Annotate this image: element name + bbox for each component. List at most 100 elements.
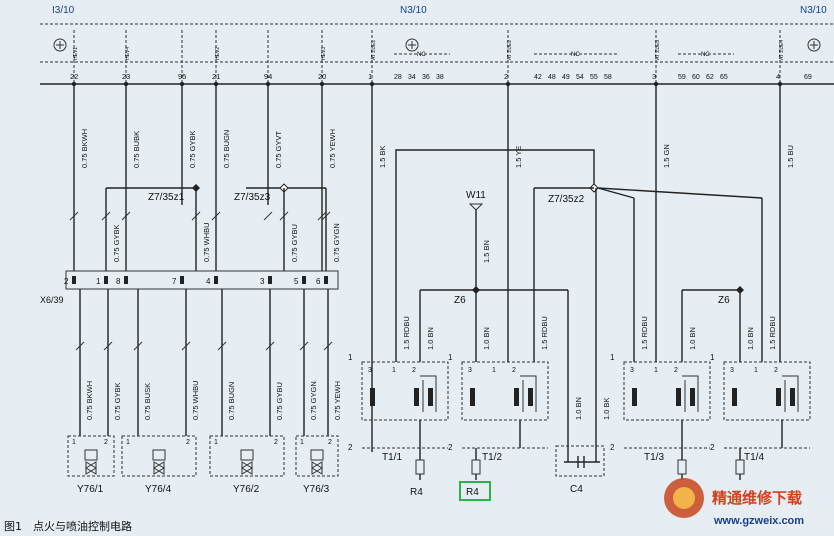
watermark: 精通维修下载 www.gzweix.com [664, 478, 804, 527]
break-mark [75, 341, 85, 351]
wire-label: 1.0 BN [574, 397, 583, 420]
break-mark [103, 341, 113, 351]
svg-text:1: 1 [448, 353, 453, 362]
connector-x6-39: X6/39 [40, 270, 339, 305]
injector-label: Y76/3 [303, 484, 330, 495]
wire-label: 1.5 YE [514, 146, 523, 168]
wire-label: 0.75 GYGN [309, 381, 318, 420]
resistor [735, 448, 745, 480]
highlight-box [459, 481, 491, 501]
wire-label: 1.0 BN [688, 327, 697, 350]
wire-label: 1.5 RDBU [402, 316, 411, 350]
wire-label: 0.75 BUSK [143, 383, 152, 420]
ground-w11: W11 1.5 BN [466, 190, 491, 290]
break-mark [101, 211, 111, 221]
svg-text:2: 2 [610, 443, 615, 452]
nc-pin-number: 62 [706, 74, 714, 81]
wire-label: 0.75 GYBK [113, 382, 122, 420]
wire-label: 1.5 GN [662, 144, 671, 168]
resistors: R4 R4 [410, 448, 745, 501]
svg-text:1: 1 [126, 439, 130, 446]
wire-label: 0.75 BUBK [132, 131, 141, 168]
break-mark [317, 211, 327, 221]
ground-symbol-icon [405, 38, 419, 52]
break-mark [321, 211, 331, 221]
svg-text:3: 3 [730, 367, 734, 374]
top-pin-signal: HEV4 [125, 47, 131, 60]
w11-label: W11 [466, 190, 486, 201]
connector-pin-number: 1 [96, 277, 101, 286]
break-mark [191, 211, 201, 221]
wire-label: 1.5 RDBU [540, 316, 549, 350]
nc-pin-number: 49 [562, 74, 570, 81]
nc-pin-number: 48 [548, 74, 556, 81]
capacitor-c4: C4 [555, 440, 605, 495]
connector-pin [302, 276, 306, 284]
top-pin-number: 1 [368, 72, 372, 81]
nc-label: NC [571, 52, 580, 58]
coil-label: T1/1 [382, 452, 402, 463]
coil-label: T1/4 [744, 452, 764, 463]
wire-rdbu-loop [395, 149, 595, 188]
top-pin-number: 2 [504, 72, 508, 81]
connector-pin [72, 276, 76, 284]
wire-label: 1.0 BK [602, 397, 611, 420]
svg-text:1: 1 [300, 439, 304, 446]
wire-label: 1.5 BK [378, 145, 387, 168]
nc-pin-number: 69 [804, 74, 812, 81]
valve-icon [153, 461, 165, 475]
svg-text:2: 2 [710, 443, 715, 452]
svg-text:2: 2 [186, 439, 190, 446]
wire-label: 0.75 YEWH [333, 381, 342, 420]
resistor: R4 [410, 448, 425, 498]
svg-text:1: 1 [348, 353, 353, 362]
valve-icon [241, 461, 253, 475]
injector-label: Y76/1 [77, 484, 104, 495]
connector-label: X6/39 [40, 295, 64, 305]
top-pin-signal: AT ZUE1 [371, 40, 377, 60]
watermark-logo-icon [673, 487, 695, 509]
splice-z6a: Z6 [419, 286, 569, 440]
break-mark [69, 211, 79, 221]
break-mark [217, 341, 227, 351]
wire-label: 0.75 GYBK [188, 130, 197, 168]
svg-text:2: 2 [274, 439, 278, 446]
figure-caption: 图1 点火与喷油控制电路 [4, 519, 132, 533]
svg-text:2: 2 [674, 367, 678, 374]
top-pin-signal: HEV3 [321, 47, 327, 60]
watermark-url: www.gzweix.com [713, 515, 804, 527]
header-right-label: N3/10 [800, 5, 827, 16]
break-mark [211, 211, 221, 221]
break-mark [265, 341, 275, 351]
splice-z6b-label: Z6 [718, 295, 730, 306]
wire-label: 0.75 GYVT [274, 130, 283, 168]
nc-pin-number: 59 [678, 74, 686, 81]
svg-text:2: 2 [512, 367, 516, 374]
splice-z1: Z7/35z1 [106, 184, 200, 203]
svg-text:2: 2 [328, 439, 332, 446]
nc-pin-number: 58 [604, 74, 612, 81]
nc-pin-number: 54 [576, 74, 584, 81]
injector-label: Y76/2 [233, 484, 260, 495]
wire-label: 1.0 BN [482, 327, 491, 350]
injector-label: Y76/4 [145, 484, 172, 495]
nc-pin-number: 42 [534, 74, 542, 81]
svg-text:2: 2 [774, 367, 778, 374]
resistor-label: R4 [410, 487, 423, 498]
wire-label: 1.5 BU [786, 145, 795, 168]
resistor-label: R4 [466, 487, 479, 498]
nc-pin-number: 34 [408, 74, 416, 81]
valve-icon [311, 461, 323, 475]
connector-pin-number: 4 [206, 277, 211, 286]
splice-z6a-label: Z6 [454, 295, 466, 306]
nc-pin-number: 55 [590, 74, 598, 81]
